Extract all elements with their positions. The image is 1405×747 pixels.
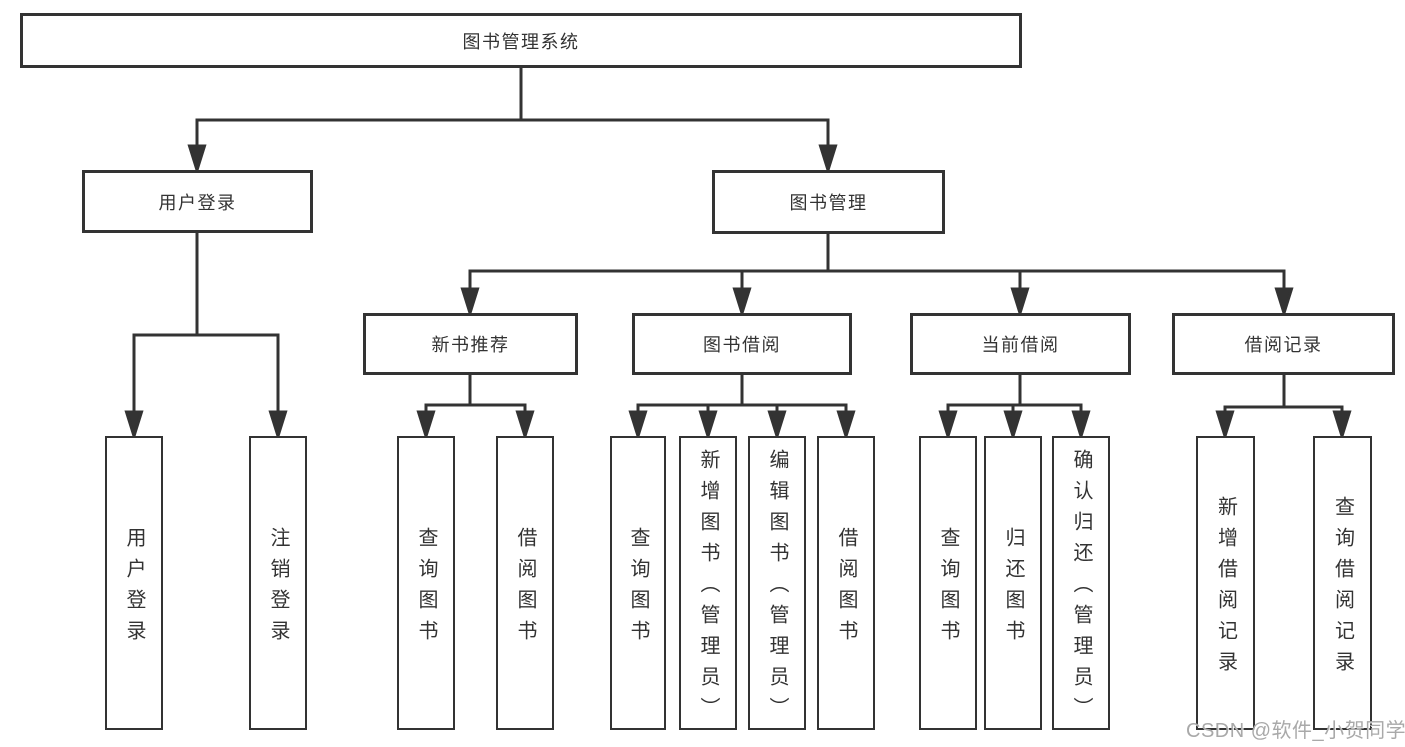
leaf-add-borrow-record: 新增借阅记录 [1196, 436, 1255, 730]
connector-book-mgmt-to-level3 [460, 234, 1294, 319]
node-user-login-label: 用户登录 [158, 192, 237, 213]
leaf-return-book: 归还图书 [984, 436, 1042, 730]
leaf-user-login-label: 用户登录 [123, 526, 145, 651]
leaf-query-books-1: 查询图书 [397, 436, 455, 730]
csdn-watermark: CSDN @软件_小贺同学 [1186, 720, 1405, 742]
connector-book-borrow-to-leaves [628, 375, 856, 442]
leaf-query-books-3-label: 查询图书 [937, 526, 959, 651]
node-borrow-records: 借阅记录 [1172, 313, 1395, 375]
node-current-borrow-label: 当前借阅 [981, 335, 1060, 355]
leaf-query-borrow-record-label: 查询借阅记录 [1331, 495, 1354, 682]
leaf-return-book-label: 归还图书 [1002, 526, 1024, 651]
leaf-confirm-return-admin-label: 确认归还（管理员） [1070, 449, 1092, 728]
connector-user-login-to-leaves [124, 233, 288, 442]
node-new-book-rec: 新书推荐 [363, 313, 578, 375]
leaf-logout-label: 注销登录 [267, 526, 289, 651]
node-root: 图书管理系统 [20, 13, 1022, 68]
leaf-add-borrow-record-label: 新增借阅记录 [1214, 495, 1237, 682]
leaf-add-book-admin: 新增图书（管理员） [679, 436, 737, 730]
leaf-query-books-2-label: 查询图书 [627, 526, 649, 651]
leaf-confirm-return-admin: 确认归还（管理员） [1052, 436, 1110, 730]
node-user-login: 用户登录 [82, 170, 313, 233]
connector-current-borrow-to-leaves [938, 375, 1091, 442]
node-book-mgmt-label: 图书管理 [789, 193, 868, 213]
leaf-query-books-1-label: 查询图书 [415, 526, 437, 651]
leaf-query-books-2: 查询图书 [610, 436, 666, 730]
leaf-user-login: 用户登录 [105, 436, 163, 730]
node-new-book-rec-label: 新书推荐 [431, 335, 510, 355]
leaf-add-book-admin-label: 新增图书（管理员） [697, 449, 719, 728]
leaf-query-books-3: 查询图书 [919, 436, 977, 730]
node-root-label: 图书管理系统 [462, 31, 580, 52]
leaf-borrow-books-2-label: 借阅图书 [835, 526, 857, 651]
leaf-borrow-books-2: 借阅图书 [817, 436, 875, 730]
leaf-edit-book-admin-label: 编辑图书（管理员） [766, 449, 788, 728]
node-borrow-records-label: 借阅记录 [1244, 335, 1323, 355]
leaf-borrow-books-1: 借阅图书 [496, 436, 554, 730]
node-current-borrow: 当前借阅 [910, 313, 1131, 375]
connector-borrow-records-to-leaves [1215, 375, 1352, 442]
leaf-query-borrow-record: 查询借阅记录 [1313, 436, 1372, 730]
leaf-logout: 注销登录 [249, 436, 307, 730]
connector-new-book-rec-to-leaves [416, 375, 535, 442]
leaf-borrow-books-1-label: 借阅图书 [514, 526, 536, 651]
node-book-borrow-label: 图书借阅 [703, 335, 781, 355]
connector-root-to-level2 [187, 68, 838, 176]
node-book-mgmt: 图书管理 [712, 170, 945, 234]
leaf-edit-book-admin: 编辑图书（管理员） [748, 436, 806, 730]
node-book-borrow: 图书借阅 [632, 313, 852, 375]
